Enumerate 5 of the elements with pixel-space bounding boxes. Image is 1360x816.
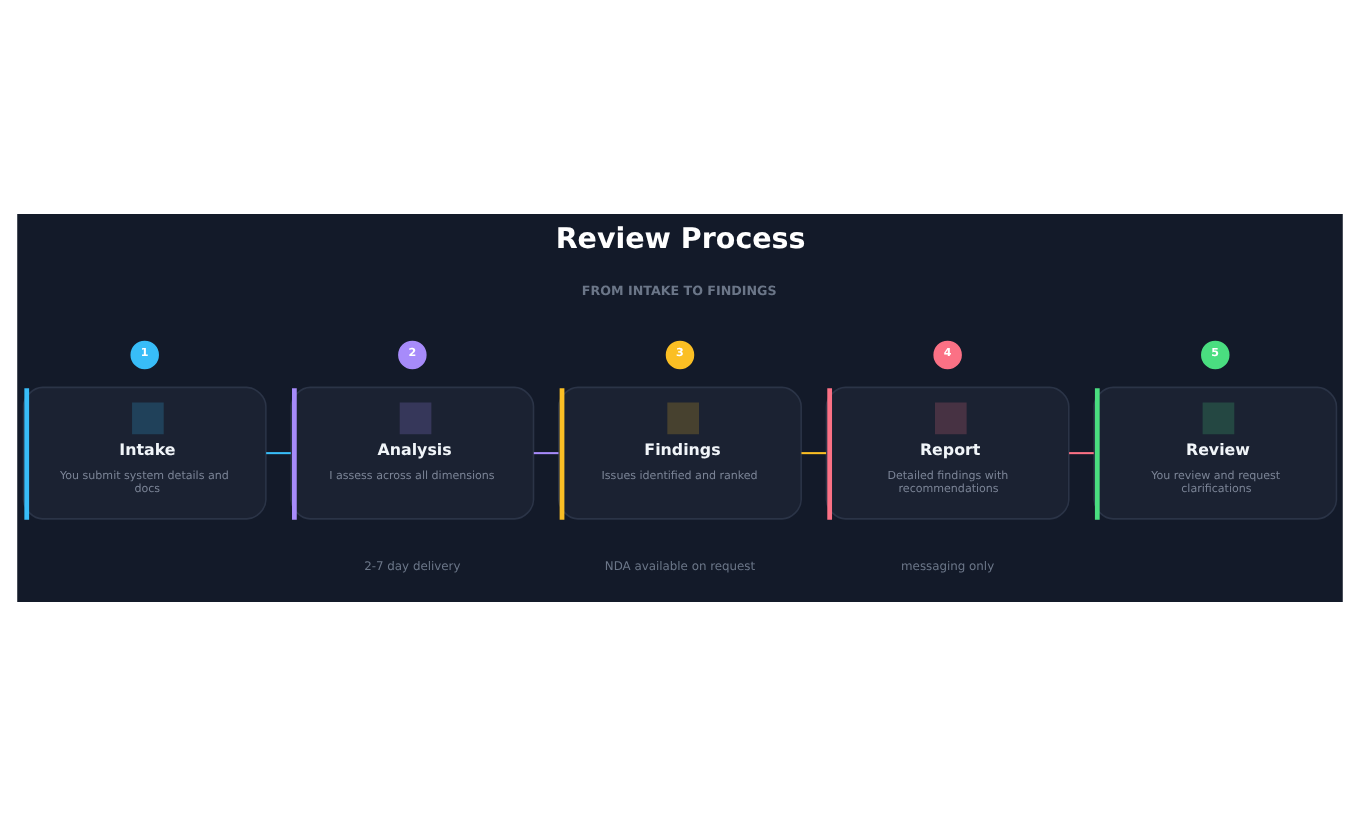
connector xyxy=(533,452,559,455)
connector xyxy=(266,452,291,455)
diagram-title: Review Process xyxy=(555,223,806,256)
connector xyxy=(1069,452,1094,455)
connector xyxy=(801,452,827,455)
